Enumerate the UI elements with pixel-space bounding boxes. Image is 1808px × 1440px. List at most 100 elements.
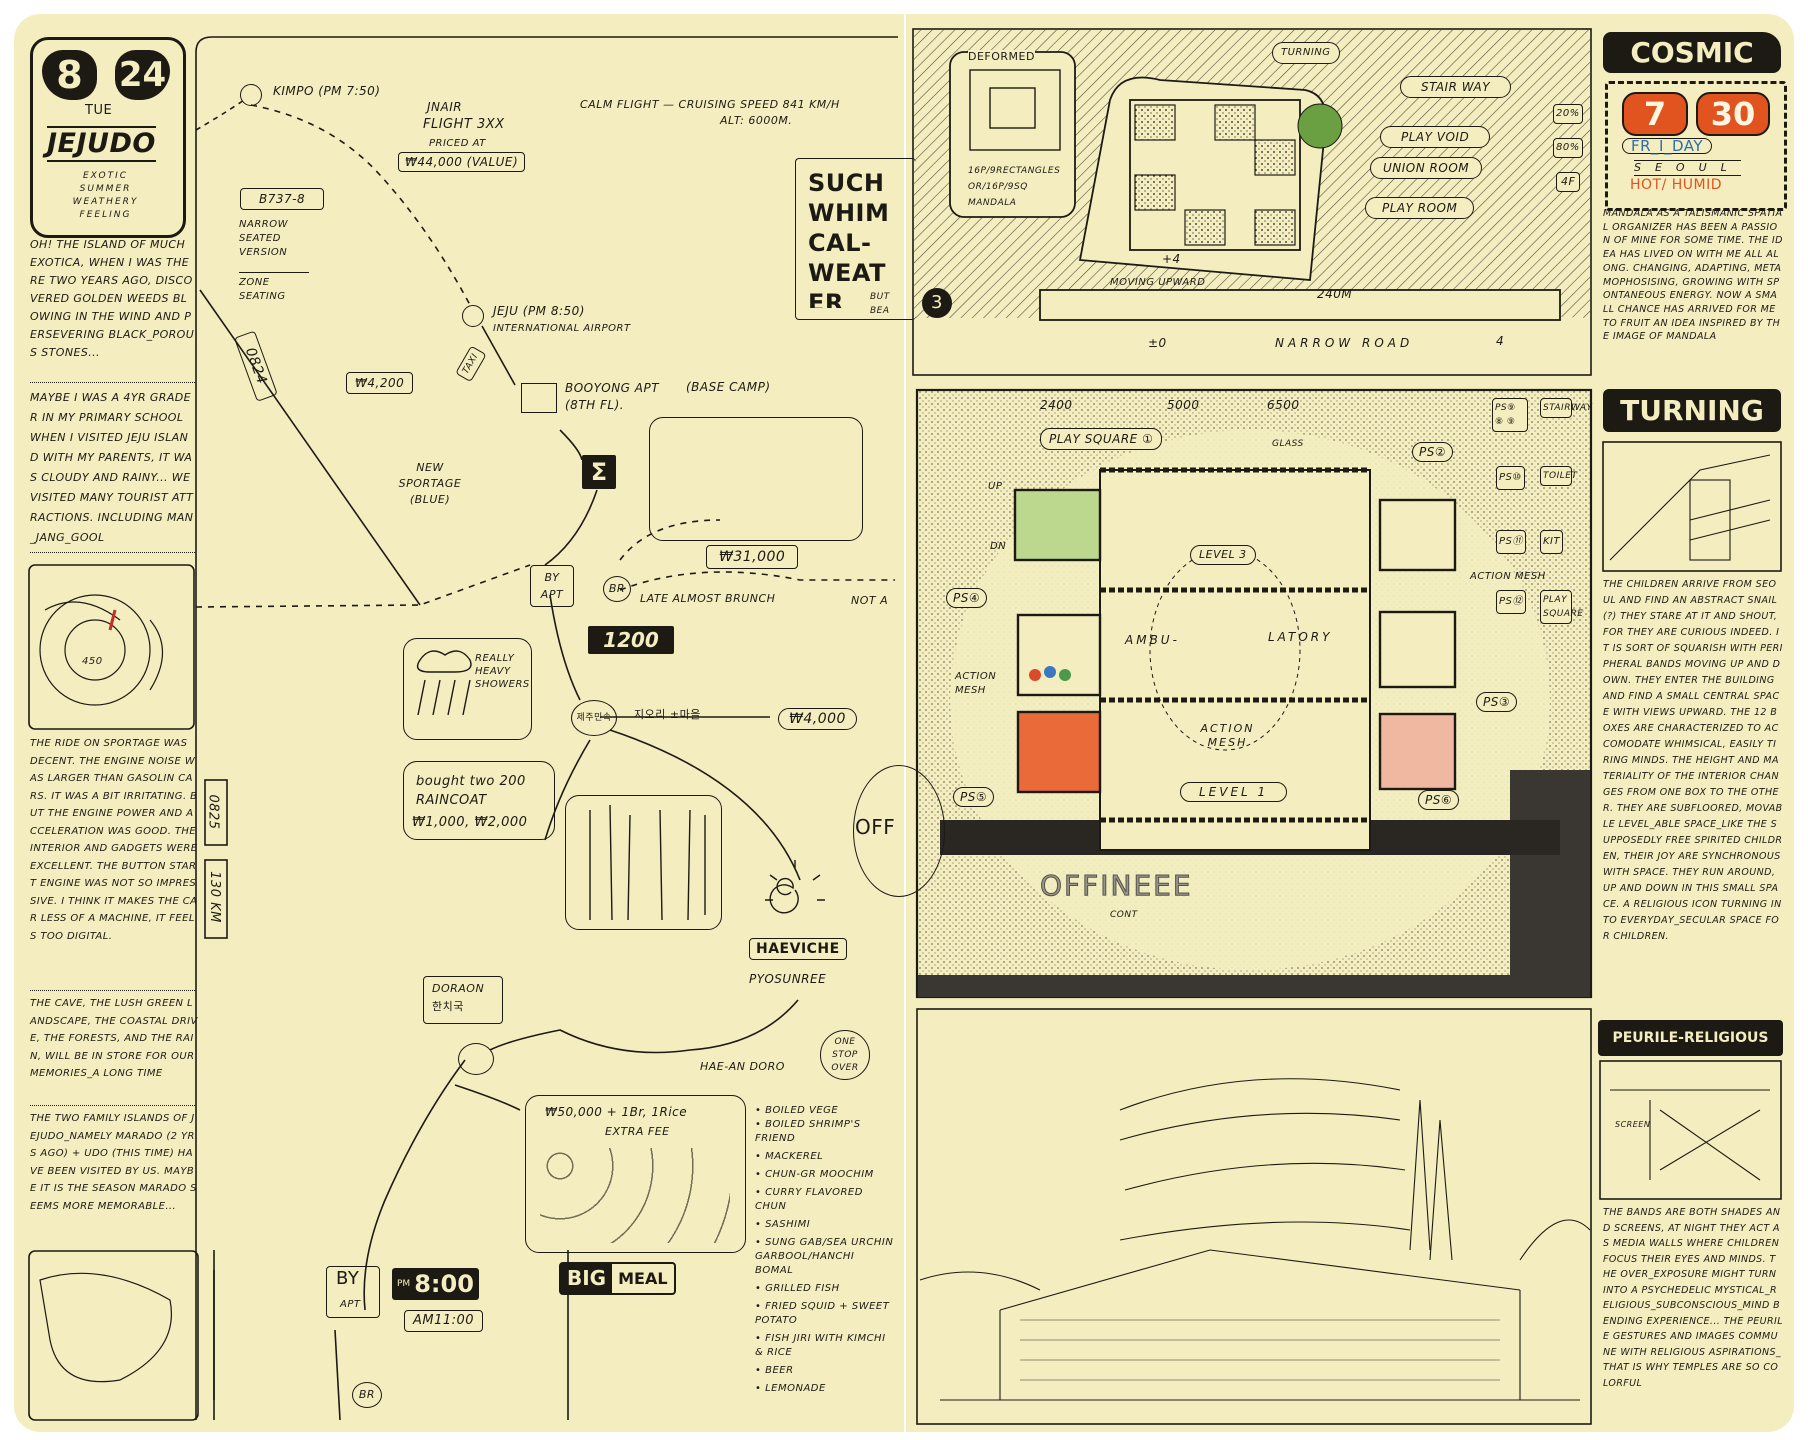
badge-weekday: TUE [85,103,113,118]
islands-paragraph: THE TWO FAMILY ISLANDS OF JEJUDO_NAMELY … [30,1113,197,1212]
jeju-label: JEJU (PM 8:50) [493,304,585,318]
legend-ps10: PS⑩ [1496,466,1525,490]
dn-label: DN [990,541,1007,552]
raincoat-price: ₩1,000, ₩2,000 [412,815,528,830]
doraon-label: DORAON [432,982,485,995]
legend-ps9: PS⑨ ⑧ ⑨ [1492,398,1528,432]
meal-text: MEAL [618,1269,668,1288]
floor-count: 4F [1556,172,1581,192]
pct-20: 20% [1553,104,1583,124]
date-month: 7 [1622,92,1688,136]
br-marker: BR [603,576,631,602]
zero-level: ±0 [1148,336,1167,350]
car-label: NEW SPORTAGE (BLUE) [398,461,462,506]
booyong-label: BOOYONG APT (8th FL). [565,381,660,412]
menu-item: • CURRY FLAVORED CHUN [755,1187,863,1212]
distance-label: 130 KM [206,871,222,923]
raincoat-bubble [403,761,555,840]
br-marker-2: BR [352,1382,382,1408]
drawing-number: 3 [922,288,952,318]
legend-kit: KIT [1540,530,1564,554]
doraon-sub: 한치국 [432,1000,464,1013]
rain-bubble [403,638,532,740]
badge-day: 24 [115,50,170,100]
badge-month: 8 [42,50,97,100]
not-a-label: NOT A [851,594,889,607]
big-meal-label: BIG MEAL [559,1262,676,1295]
action-mesh-center: ACTION MESH [1200,722,1255,749]
forest-bubble [565,795,722,930]
pct-80: 80% [1553,138,1583,158]
sigma-mark: Σ [582,455,616,489]
dim-6500: 6500 [1267,398,1300,412]
menu-item: • MACKEREL [755,1151,824,1162]
off-label: OFF [855,815,896,839]
haean-label: HAE-AN DORO [700,1060,785,1073]
pyosunree-label: PYOSUNREE [749,972,827,986]
taxi-fare: ₩4,200 [346,372,414,394]
big-text: BIG [561,1264,613,1293]
folk-village-marker: 제주민속 [571,700,617,736]
dinner-time: PM 8:00 [392,1268,479,1300]
jeju-marker [462,305,484,327]
ps4-label: PS④ [946,588,988,608]
food-marker [458,1043,494,1075]
folk-fee: ₩4,000 [778,708,857,730]
turning-title: TURNING [1603,389,1781,432]
doraon-box [423,976,503,1024]
moving-label: MOVING UPWARD [1110,277,1206,288]
badge-subtitle: EXOTIC SUMMER WEATHERY FEELING [72,171,139,220]
priced-label: PRICED AT [429,138,486,149]
union-room-label: UNION ROOM [1370,157,1483,179]
kimpo-marker [240,84,262,106]
ps2-label: PS② [1412,442,1454,462]
divider [30,1105,195,1106]
date-badge [30,37,186,238]
menu-item: • CHUN-GR MOOCHIM [755,1169,874,1180]
jeju-intro-paragraph: OH! THE ISLAND OF MUCH EXOTICA, WHEN I W… [30,238,195,359]
cont-label: CONT [1110,910,1138,920]
grocery-price: ₩31,000 [706,545,799,569]
badge-place: JEJUDO [47,126,156,162]
dim-2400: 2400 [1040,398,1073,412]
level-4: 4 [1496,334,1505,348]
road-label: NARROW ROAD [1275,336,1414,350]
kimpo-label: KIMPO (PM 7:50) [273,84,381,98]
deformed-label: DEFORMED [968,50,1035,64]
plus4-label: +4 [1162,252,1181,266]
gauge-value: 450 [82,656,103,667]
off-bubble [853,765,945,897]
pm-label: PM [397,1279,411,1289]
distance-240: 240M [1317,287,1353,301]
meal-dishes [540,1148,730,1243]
date-tag-0825: 0825 [205,794,221,830]
by-apt-label: BY APT [530,565,574,607]
menu-list: • BOILED VEGE • BOILED SHRIMP'S FRIEND •… [755,1104,895,1396]
ps3-label: PS③ [1476,692,1518,712]
ps6-label: PS⑥ [1418,790,1460,810]
raincoat-note: bought two 200 RAINCOAT [416,774,526,808]
apt-label: APT [340,1299,361,1310]
date-weather: HOT/ HUMID [1630,177,1723,193]
menu-item: • SUNG GAB/SEA URCHIN GARBOOL/HANCHI BOM… [755,1237,894,1276]
showers-label: REALLY HEAVY SHOWERS [475,653,530,690]
stopover-label: ONE STOP OVER [820,1030,870,1080]
seat-note: NARROW SEATED VERSION [239,219,288,258]
level1-label: LEVEL 1 [1180,782,1288,802]
action-mesh-right: ACTION MESH [1470,571,1546,582]
date-day: 30 [1696,92,1770,136]
legend-stairway: STAIRWAY [1540,398,1592,418]
flight-number: FLIGHT 3XX [423,117,505,132]
date-weekday: FR_I_DAY [1622,138,1713,154]
legend-play-square: PLAY SQUARE [1540,590,1583,624]
menu-item: • BOILED SHRIMP'S FRIEND [755,1119,861,1144]
time-1200: 1200 [588,626,674,654]
folk-note: 지오리 ±마을 [634,708,701,721]
childhood-paragraph: MAYBE I WAS A 4YR grader in my primary s… [30,391,194,544]
legend-ps12: PS⑫ [1496,590,1526,614]
jeju-sub: INTERNATIONAL AIRPORT [493,323,631,334]
grocery-bubble [649,417,863,541]
whim-note: SUCH WHIM CAL- WEAT ER [808,169,890,308]
booyong-apt-box [521,383,557,413]
